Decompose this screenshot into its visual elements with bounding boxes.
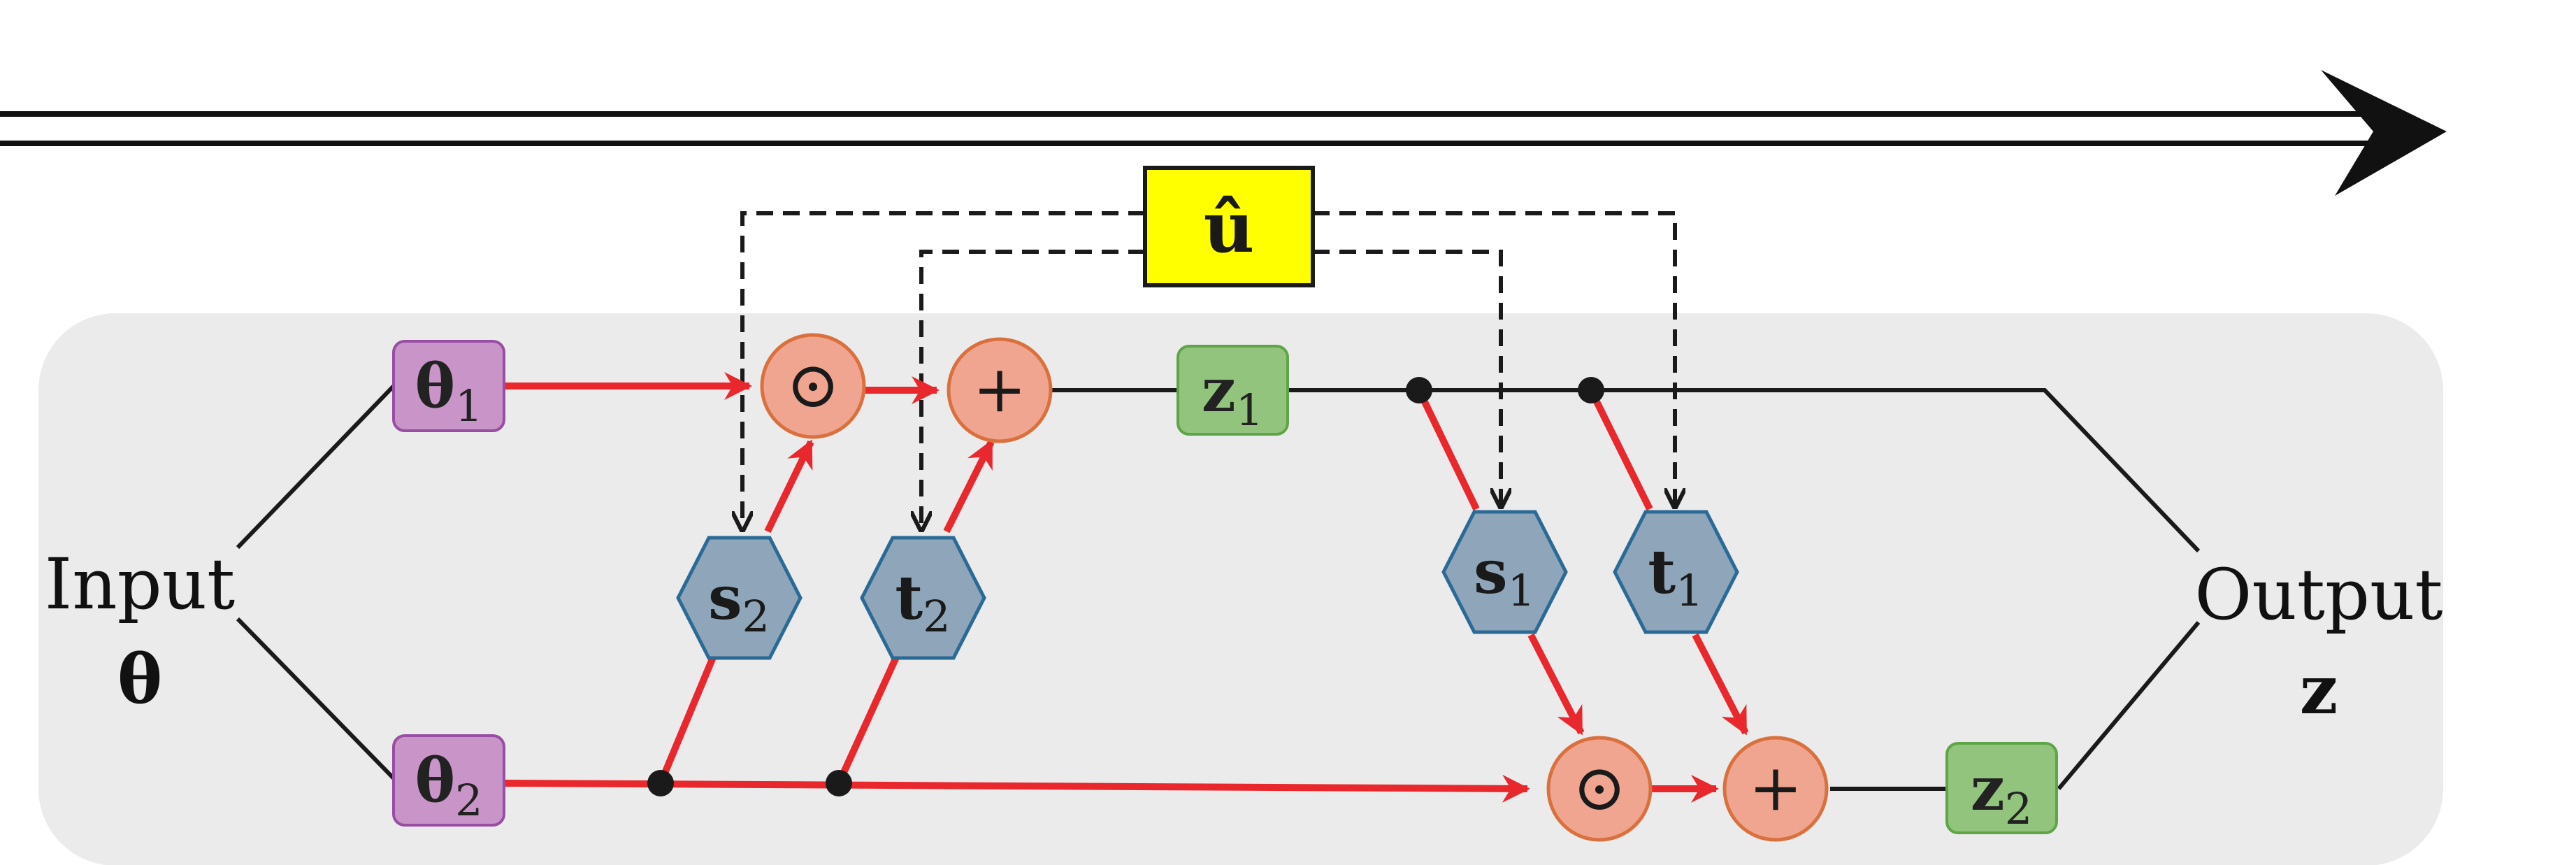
- input-label-group: Input θ: [45, 543, 236, 719]
- add-symbol-bottom: +: [1748, 750, 1802, 825]
- add-symbol-top: +: [972, 352, 1026, 427]
- z2-main: z: [1971, 754, 2005, 824]
- s1-sub: 1: [1507, 565, 1534, 616]
- black-connections: [236, 383, 2201, 791]
- add-operator-top: +: [947, 337, 1053, 443]
- input-symbol: θ: [117, 640, 162, 719]
- theta1-sub: 1: [455, 380, 482, 431]
- junction-dots: [647, 377, 1604, 796]
- svg-text:z1: z1: [1202, 355, 1263, 436]
- u-hat-label: û: [1204, 186, 1255, 269]
- s2-main: s: [708, 563, 742, 634]
- t1-main: t: [1648, 537, 1676, 608]
- background-panel: [38, 313, 2443, 865]
- svg-text:θ1: θ1: [415, 351, 483, 431]
- s1-hexagon: s1: [1441, 510, 1568, 634]
- z2-block: z2: [1945, 742, 2058, 834]
- add-operator-bottom: +: [1722, 736, 1829, 842]
- s1-main: s: [1474, 537, 1507, 608]
- input-label: Input: [45, 543, 236, 625]
- z2-sub: 2: [2005, 783, 2032, 834]
- theta2-main: θ: [415, 745, 455, 816]
- t2-sub: 2: [923, 591, 950, 642]
- theta2-sub: 2: [455, 775, 482, 826]
- multiply-symbol-top: ⊙: [786, 348, 840, 422]
- svg-text:z2: z2: [1971, 754, 2032, 834]
- output-label: Output: [2194, 554, 2442, 636]
- z1-main: z: [1202, 355, 1236, 426]
- multiply-operator-bottom: ⊙: [1546, 736, 1653, 842]
- t2-main: t: [895, 563, 923, 634]
- s2-hexagon: s2: [676, 536, 803, 660]
- flow-direction-arrow: [0, 70, 2447, 196]
- output-label-group: Output z: [2194, 554, 2442, 729]
- multiply-symbol-bottom: ⊙: [1572, 750, 1626, 825]
- svg-text:t2: t2: [895, 563, 950, 642]
- z1-block: z1: [1177, 345, 1289, 436]
- t1-sub: 1: [1676, 565, 1703, 616]
- svg-text:s2: s2: [708, 563, 770, 642]
- red-flow-arrows: [504, 372, 1749, 803]
- svg-text:θ2: θ2: [415, 745, 483, 826]
- theta1-main: θ: [415, 351, 455, 422]
- theta1-block: θ1: [392, 340, 505, 432]
- theta2-block: θ2: [392, 734, 505, 827]
- t2-hexagon: t2: [860, 536, 986, 660]
- u-hat-box: û: [1143, 166, 1315, 287]
- z1-sub: 1: [1236, 385, 1263, 436]
- s2-sub: 2: [742, 591, 769, 642]
- t1-hexagon: t1: [1613, 510, 1739, 634]
- output-symbol: z: [2300, 650, 2338, 729]
- svg-text:s1: s1: [1474, 537, 1535, 616]
- multiply-operator-top: ⊙: [760, 333, 866, 439]
- svg-text:t1: t1: [1648, 537, 1703, 616]
- u-hat-control-lines: [742, 211, 1675, 530]
